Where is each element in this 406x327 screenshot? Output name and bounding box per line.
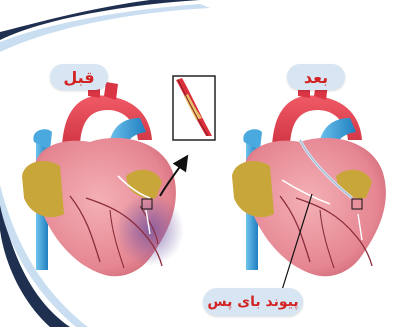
label-bypass-graft: پیوند بای پس: [203, 288, 303, 316]
heart-after: [232, 80, 386, 290]
corner-decoration-top: [0, 0, 210, 52]
label-before: قبل: [50, 64, 108, 90]
heart-before: [22, 80, 184, 276]
label-after: بعد: [287, 64, 345, 90]
zoom-inset: [173, 76, 215, 140]
